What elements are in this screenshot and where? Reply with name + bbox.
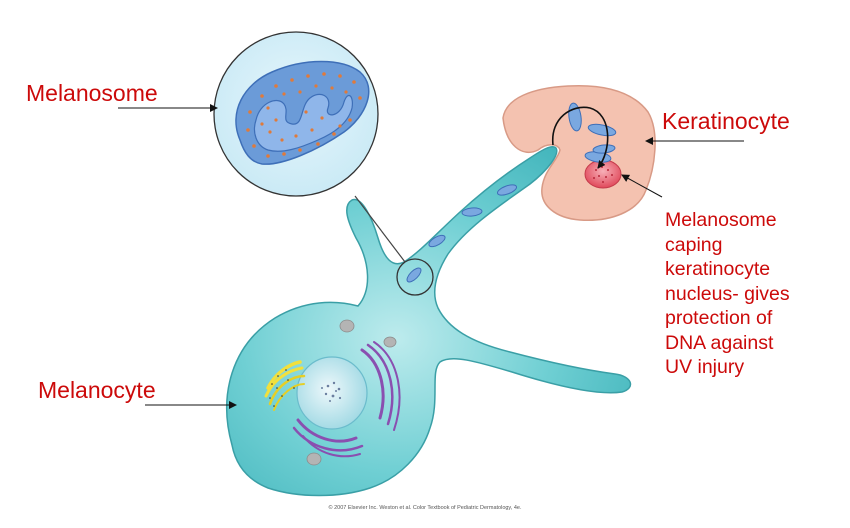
vesicle: [306, 452, 322, 466]
golgi-dots: [269, 369, 295, 407]
caption-line: caping: [665, 233, 723, 256]
copyright-notice: © 2007 Elsevier Inc. Weston et al. Color…: [328, 505, 522, 511]
melanosome-small: [461, 207, 483, 217]
vesicle: [383, 336, 397, 348]
endoplasmic-reticulum: [292, 341, 401, 458]
caption-line: UV injury: [665, 356, 745, 378]
transfer-arrow: [552, 106, 609, 169]
label-melanocyte: Melanocyte: [38, 377, 156, 403]
zoom-connector-line: [354, 195, 406, 263]
melanin-granules: [246, 72, 362, 158]
caption-line: keratinocyte: [665, 258, 771, 280]
caption-pointer: [621, 174, 663, 198]
melanocyte-nucleus: [296, 356, 368, 430]
caption-line: protection of: [665, 307, 773, 329]
melanosome-capping-caption: Melanosome caping keratinocyte nucleus- …: [665, 208, 790, 380]
melanosome-small: [587, 123, 617, 137]
keratinocyte-cell: [502, 84, 656, 221]
golgi-apparatus: [264, 360, 306, 411]
caption-line: DNA against: [665, 331, 774, 354]
keratinocyte-nucleus: [584, 159, 622, 189]
melanosome-zoom-view: [213, 31, 379, 197]
melanosome-small: [497, 184, 517, 196]
melanosome-inner-membrane: [253, 93, 353, 152]
caption-line: nucleus- gives: [665, 282, 790, 305]
zoom-target-circle: [396, 258, 434, 296]
caption-line: Melanosome: [665, 209, 777, 231]
nucleolus: [321, 381, 342, 402]
melanosome-small: [406, 267, 422, 283]
melanosome-small: [428, 234, 446, 248]
melanocyte-cell: [226, 146, 632, 497]
melanosome-small: [592, 144, 616, 154]
label-keratinocyte: Keratinocyte: [662, 108, 790, 134]
vesicle: [339, 319, 355, 333]
label-melanosome: Melanosome: [26, 80, 158, 106]
nucleus-dots: [593, 166, 613, 183]
